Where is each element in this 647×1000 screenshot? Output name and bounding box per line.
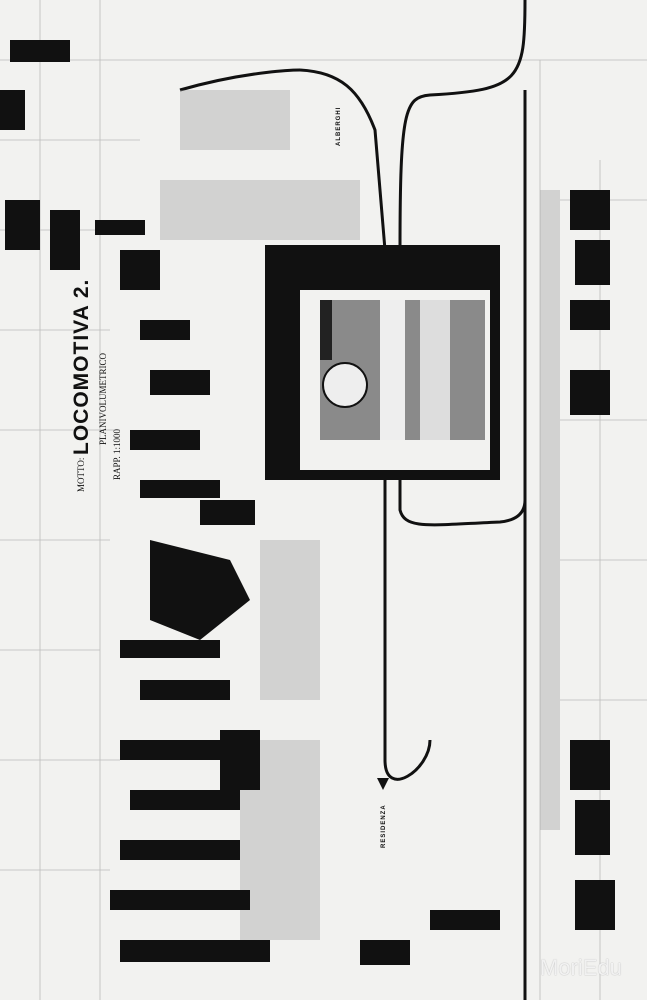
- plan-subtitle: PLANIVOLUMETRICO: [98, 353, 108, 445]
- plan-title: LOCOMOTIVA 2.: [70, 278, 93, 455]
- road-network: [179, 0, 527, 1000]
- motto-label: MOTTO:: [76, 457, 86, 492]
- building-blocks: [0, 40, 615, 965]
- arrow-south-icon: [377, 778, 389, 790]
- watermark: MoriEdu: [540, 955, 622, 980]
- label-residenza: RESIDENZA: [381, 804, 387, 848]
- tree-plantings: [160, 90, 560, 940]
- label-alberghi: ALBERGHI: [336, 106, 342, 146]
- plan-scale: RAPP. 1:1000: [112, 428, 122, 480]
- central-complex: [265, 245, 500, 480]
